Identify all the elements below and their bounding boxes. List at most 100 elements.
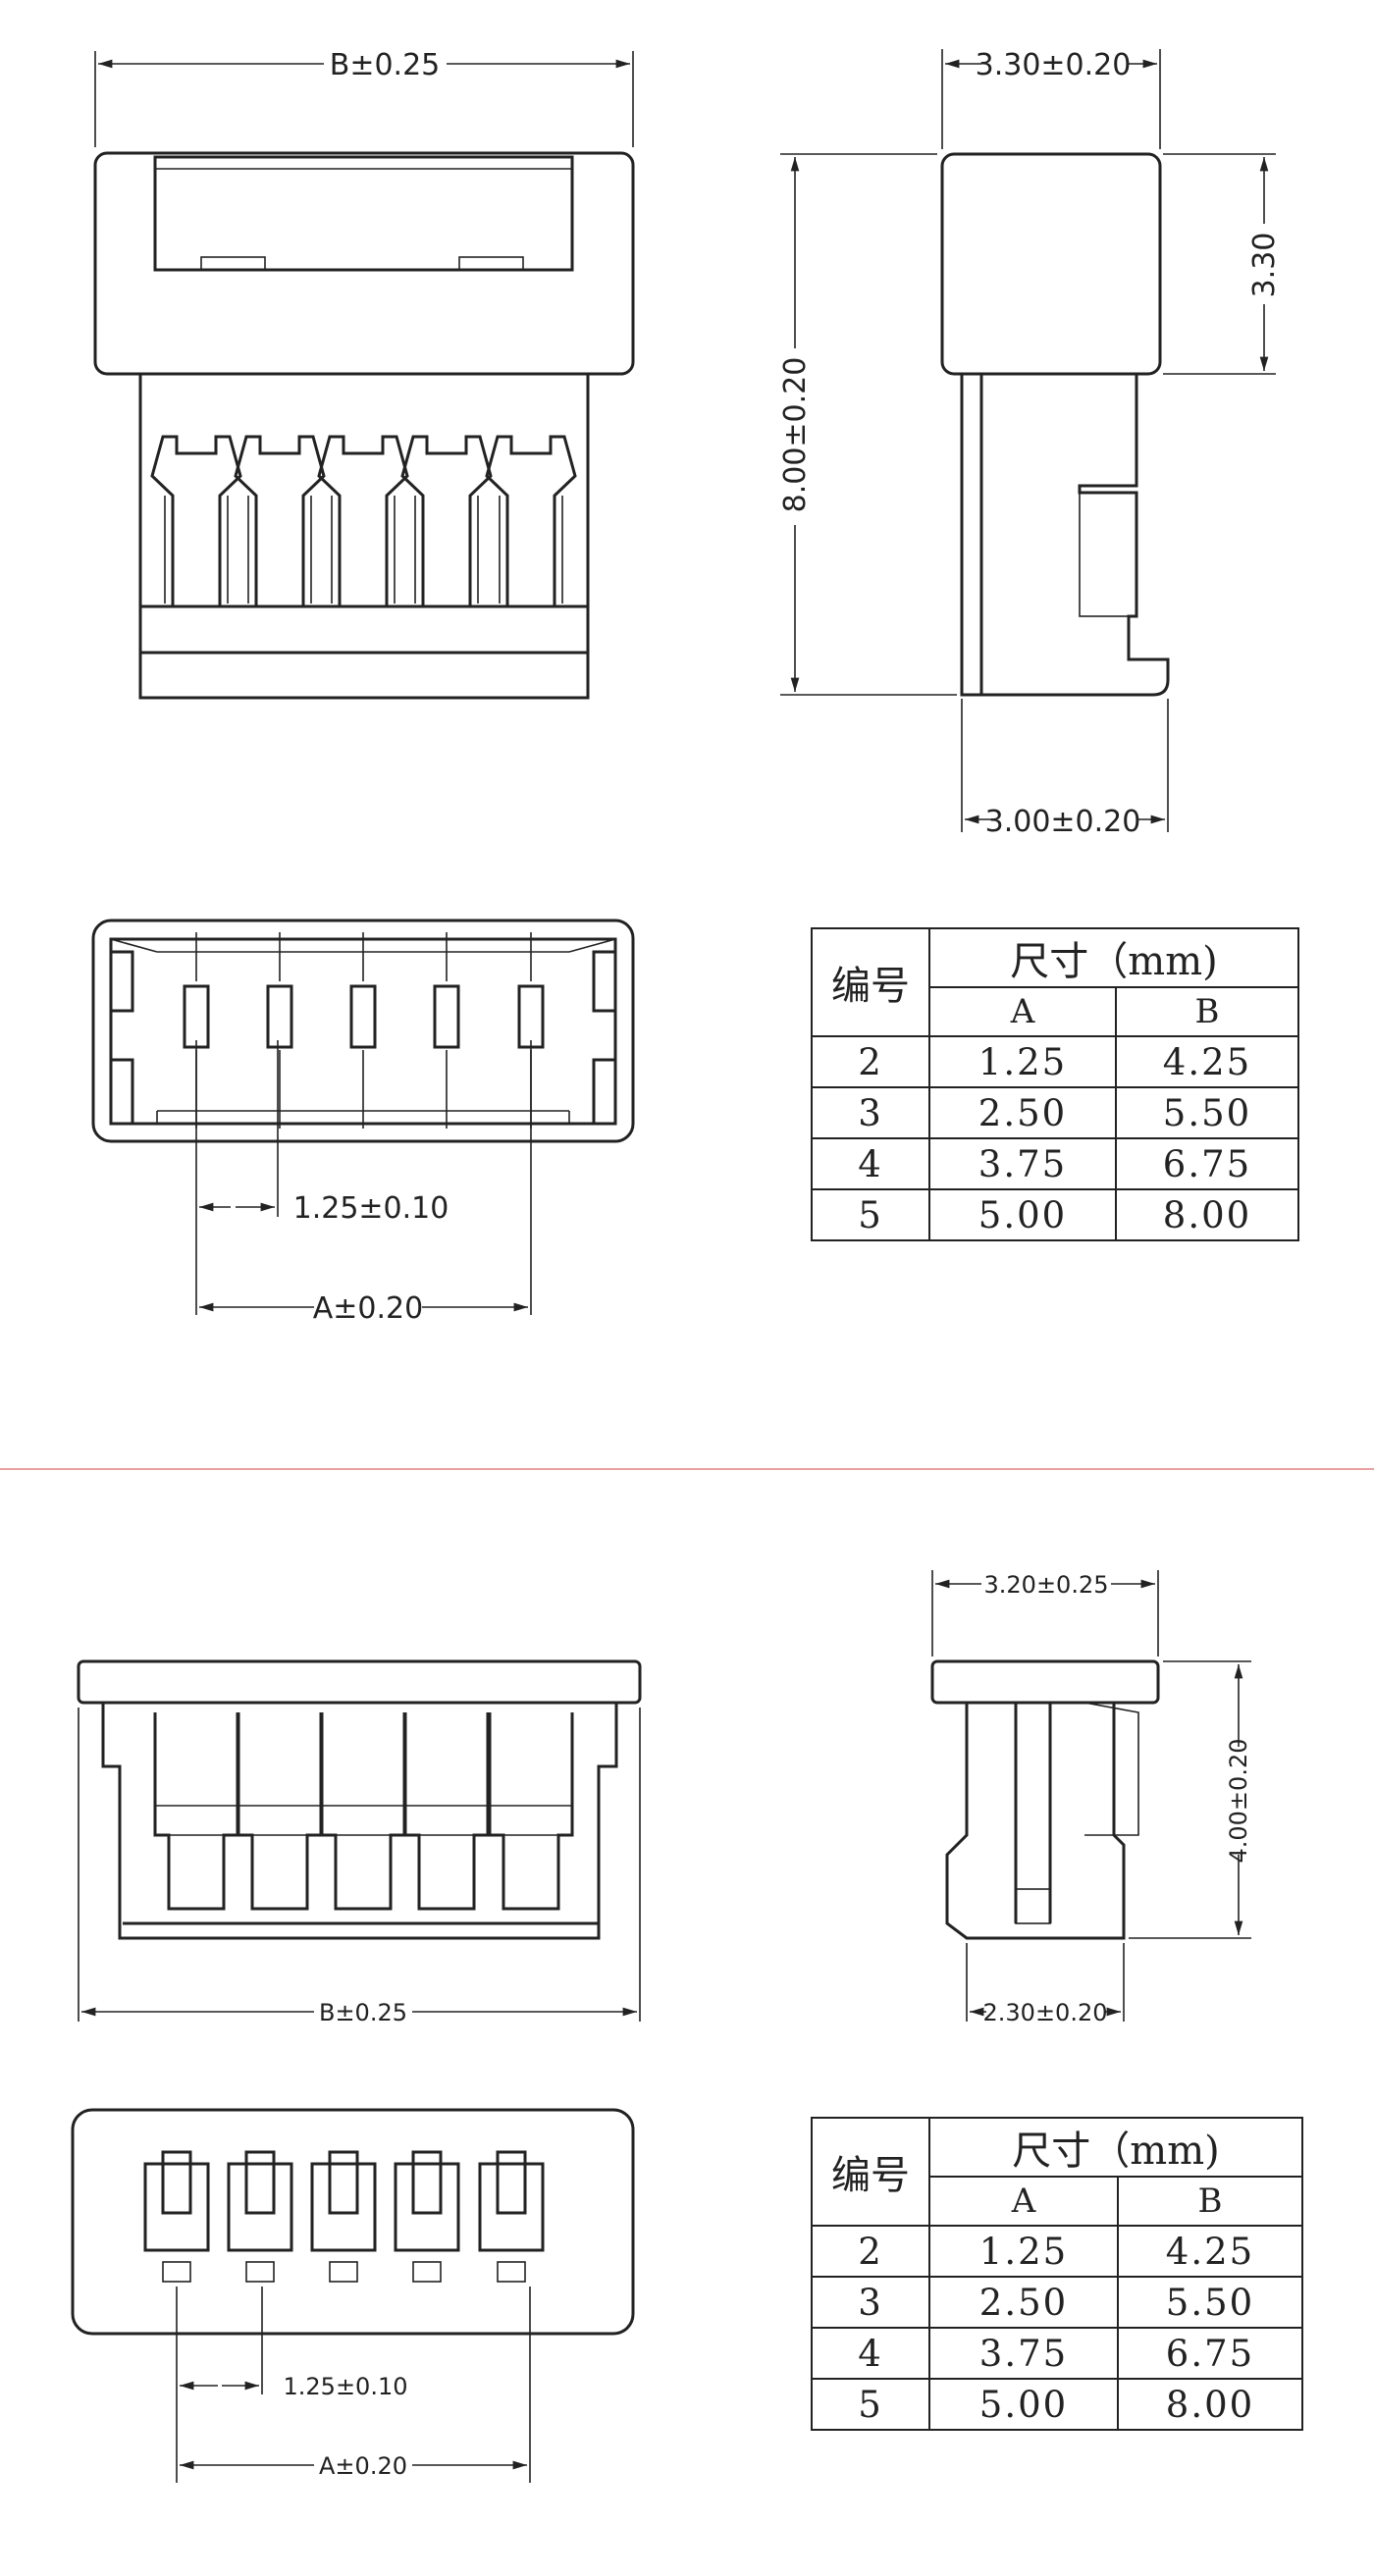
top-front-view [93,151,635,700]
top-dim-a-label: A±0.20 [313,1291,423,1326]
bottom-dim-b-label: B±0.25 [319,1999,407,2026]
connector-slot [485,435,577,606]
top-dim-base: 3.00±0.20 [961,699,1169,839]
top-side-view [940,152,1170,697]
top-dim-b: B±0.25 [94,48,634,147]
contact-pin [328,2150,359,2215]
bottom-dim-width: 3.20±0.25 [931,1570,1159,1656]
table-cell-no: 3 [811,1086,930,1139]
contact-pin [244,2150,276,2215]
top-dim-width: 3.30±0.20 [941,48,1161,149]
top-dim-base-label: 3.00±0.20 [985,805,1141,839]
connector-slot [320,1712,406,1911]
top-dim-upper-height-label: 3.30 [1247,233,1282,298]
slot-wall [499,496,563,604]
table-cell-no: 4 [811,2327,930,2380]
table-cell-b: 4.25 [1117,2225,1303,2278]
top-dim-pitch-label: 1.25±0.10 [293,1191,449,1226]
top-face-contacts [183,932,545,1129]
table-cell-a: 1.25 [928,1035,1117,1088]
bottom-front-slots [153,1712,574,1911]
top-front-slots [150,435,577,606]
contact-cavity [143,2162,210,2252]
bottom-dim-pitch-label: 1.25±0.10 [284,2373,408,2400]
table-cell-a: 2.50 [928,1086,1117,1139]
connector-slot [403,1712,490,1911]
table-cell-b: 5.50 [1115,1086,1299,1139]
bottom-face-view [71,2108,635,2336]
table-cell-no: 3 [811,2276,930,2329]
bottom-front-view [77,1659,642,1940]
table-cell-a: 5.00 [928,1188,1117,1241]
bottom-dim-a: A±0.20 [180,2287,531,2483]
table-cell-a: 3.75 [928,2327,1119,2380]
table-cell-b: 6.75 [1115,1137,1299,1190]
table-cell-a: 3.75 [928,1137,1117,1190]
contact-cavity [394,2162,460,2252]
table-cell-no: 2 [811,2225,930,2278]
contact-cavity [478,2162,545,2252]
connector-slot [153,1712,239,1911]
top-dim-width-label: 3.30±0.20 [976,48,1132,82]
contact-foot [412,2261,442,2283]
slot-wall [414,496,479,604]
slot-wall [247,496,312,604]
contact-cavity [227,2162,293,2252]
table-cell-a: 2.50 [928,2276,1119,2329]
top-dim-upper-height: 3.30 [1163,153,1282,375]
contact-pin [349,984,377,1049]
top-dim-b-label: B±0.25 [330,48,441,82]
section-divider [0,1468,1374,1470]
top-dim-height-label: 8.00±0.20 [778,357,813,513]
top-table-col-b: B [1115,986,1299,1037]
top-table-col-a: A [928,986,1117,1037]
bottom-dim-height: 4.00±0.20 [1129,1660,1252,1939]
contact-pin [433,984,460,1049]
table-cell-b: 8.00 [1117,2378,1303,2431]
bottom-table-header-no: 编号 [811,2117,930,2227]
top-dim-height: 8.00±0.20 [778,153,957,696]
contact-pin [266,984,293,1049]
table-cell-no: 4 [811,1137,930,1190]
contact-pin [183,984,210,1049]
top-table-header-size: 尺寸（mm) [928,927,1299,988]
bottom-face-contacts [143,2150,545,2283]
contact-pin [411,2150,443,2215]
top-face-view [91,919,635,1143]
bottom-dim-height-label: 4.00±0.20 [1225,1739,1252,1864]
top-dim-pitch: 1.25±0.10 [195,1040,449,1315]
connector-slot [488,1712,574,1911]
table-cell-no: 2 [811,1035,930,1088]
connector-slot [237,1712,323,1911]
bottom-dim-b: B±0.25 [78,1708,641,2026]
bottom-table-col-b: B [1117,2176,1303,2227]
contact-foot [497,2261,526,2283]
table-cell-b: 4.25 [1115,1035,1299,1088]
table-cell-a: 5.00 [928,2378,1119,2431]
slot-wall [331,496,396,604]
table-cell-no: 5 [811,1188,930,1241]
bottom-dim-pitch: 1.25±0.10 [176,2287,408,2483]
table-cell-b: 8.00 [1115,1188,1299,1241]
contact-pin [496,2150,527,2215]
bottom-side-view [930,1659,1160,1940]
bottom-dim-base-label: 2.30±0.20 [983,1999,1108,2026]
top-dim-a: A±0.20 [199,1040,532,1326]
contact-pin [161,2150,192,2215]
bottom-dim-width-label: 3.20±0.25 [984,1571,1109,1599]
bottom-dim-a-label: A±0.20 [319,2452,407,2480]
bottom-table-col-a: A [928,2176,1119,2227]
contact-foot [245,2261,275,2283]
table-cell-no: 5 [811,2378,930,2431]
top-table-header-no: 编号 [811,927,930,1037]
contact-cavity [310,2162,377,2252]
table-cell-a: 1.25 [928,2225,1119,2278]
table-cell-b: 6.75 [1117,2327,1303,2380]
contact-foot [162,2261,191,2283]
contact-foot [329,2261,358,2283]
slot-wall [164,496,229,604]
connector-slot [400,435,493,606]
